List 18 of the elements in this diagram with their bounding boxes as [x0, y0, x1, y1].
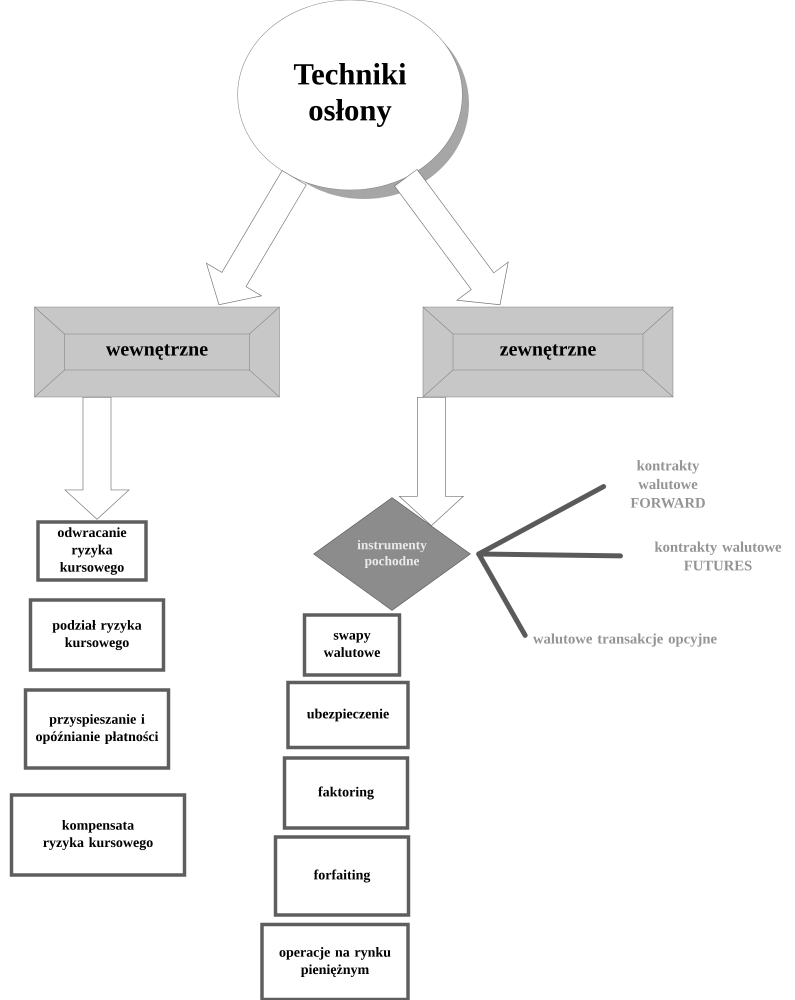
label-text: walutowe transakcje opcyjne	[532, 633, 717, 647]
process-box: ubezpieczenie	[286, 680, 410, 750]
beveled-box: zewnętrzne	[422, 306, 674, 398]
process-box: faktoring	[282, 756, 410, 830]
label-text: kontrakty walutowe FUTURES	[654, 542, 782, 570]
process-box: kompensata ryzyka kursowego	[10, 793, 186, 877]
process-box: podział ryzyka kursowego	[28, 598, 166, 672]
beveled-box: wewnętrzne	[34, 306, 280, 398]
block-arrow	[206, 170, 307, 306]
label-text: kontrakty walutowe FORWARD	[630, 460, 705, 508]
process-box: forfaiting	[274, 835, 410, 917]
block-arrow	[398, 396, 464, 526]
connector-line	[476, 552, 528, 638]
block-arrow	[64, 396, 130, 520]
process-box: odwracanie ryzyka kursowego	[36, 520, 148, 582]
process-box: swapy walutowe	[302, 613, 402, 677]
process-box: przyspieszanie i opóźnianie płatności	[24, 688, 170, 770]
process-box: operacje na rynku pieniężnym	[260, 922, 410, 1000]
